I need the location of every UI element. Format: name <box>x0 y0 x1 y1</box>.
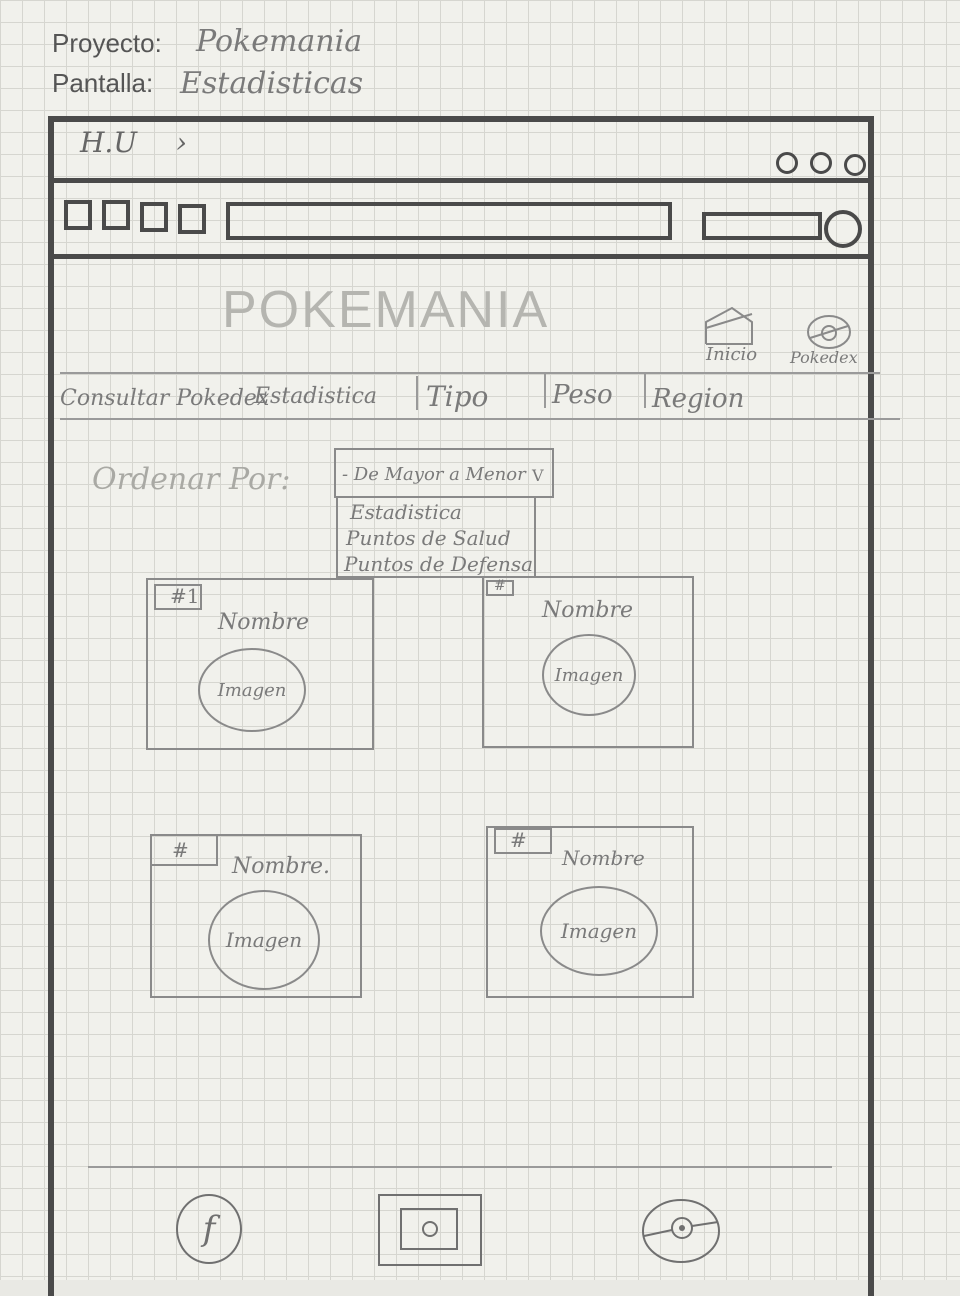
tab-consultar-pokedex[interactable]: Consultar Pokedex <box>60 386 270 411</box>
tab-tipo[interactable]: Tipo <box>426 380 489 413</box>
instagram-icon[interactable] <box>378 1194 482 1266</box>
nav-pokedex-label[interactable]: Pokedex <box>790 348 858 367</box>
tab-region[interactable]: Region <box>652 384 745 414</box>
minimize-button[interactable] <box>776 152 798 174</box>
titlebar-divider <box>48 178 874 183</box>
card-name: Nombre. <box>232 854 330 879</box>
facebook-icon[interactable]: f <box>176 1194 242 1264</box>
instagram-inner-frame <box>400 1208 458 1250</box>
pokemon-card[interactable]: # Nombre Imagen <box>482 576 694 748</box>
screen-label: Pantalla: <box>52 68 154 98</box>
search-icon[interactable] <box>824 210 862 248</box>
pokemon-card[interactable]: # Nombre. Imagen <box>150 834 362 998</box>
card-number-badge: # <box>494 828 552 854</box>
pokemon-card[interactable]: #1 Nombre Imagen <box>146 578 374 750</box>
card-number-badge: #1 <box>154 584 202 610</box>
card-number-badge: # <box>150 834 218 866</box>
app-title: POKEMANIA <box>222 281 550 339</box>
card-name: Nombre <box>542 598 633 623</box>
sort-option-estadistica[interactable]: Estadistica <box>350 500 462 524</box>
tab-divider <box>544 374 546 408</box>
project-value: Pokemania <box>196 24 363 59</box>
card-image-placeholder: Imagen <box>208 890 320 990</box>
tab-peso[interactable]: Peso <box>552 380 613 410</box>
toolbar-reload-button[interactable] <box>140 202 168 232</box>
toolbar-back-button[interactable] <box>64 200 92 230</box>
sort-dropdown[interactable]: - De Mayor a Menor V <box>334 448 554 498</box>
card-number-badge: # <box>486 578 514 596</box>
sort-option-puntos-salud[interactable]: Puntos de Salud <box>346 526 511 550</box>
screen-value: Estadisticas <box>180 66 364 101</box>
browser-tab-arrow: › <box>175 126 188 159</box>
instagram-lens <box>422 1221 438 1237</box>
pokeball-icon[interactable] <box>640 1196 722 1266</box>
home-icon[interactable] <box>704 306 756 346</box>
card-name: Nombre <box>218 610 309 635</box>
search-bar[interactable] <box>702 212 822 240</box>
toolbar-divider <box>48 254 874 259</box>
browser-tab[interactable]: H.U › <box>80 126 187 159</box>
browser-frame <box>48 116 874 1296</box>
tabs-top-line <box>60 372 880 374</box>
chevron-down-icon[interactable]: V <box>532 466 544 485</box>
pokemon-card[interactable]: # Nombre Imagen <box>486 826 694 998</box>
tab-estadistica[interactable]: Estadistica <box>254 384 378 409</box>
card-name: Nombre <box>562 846 645 870</box>
tab-divider <box>416 376 418 410</box>
toolbar-home-button[interactable] <box>178 204 206 234</box>
toolbar-forward-button[interactable] <box>102 200 130 230</box>
sort-option-puntos-defensa[interactable]: Puntos de Defensa <box>344 552 534 576</box>
pokeball-icon[interactable] <box>806 314 852 350</box>
project-label: Proyecto: <box>52 28 162 58</box>
browser-tab-title: H.U <box>80 126 137 159</box>
card-image-placeholder: Imagen <box>542 634 636 716</box>
card-image-placeholder: Imagen <box>540 886 658 976</box>
address-bar[interactable] <box>226 202 672 240</box>
tabs-bottom-line <box>60 418 900 420</box>
footer-divider <box>88 1166 832 1168</box>
nav-home-label[interactable]: Inicio <box>706 344 758 365</box>
sort-options-list: Estadistica Puntos de Salud Puntos de De… <box>336 496 536 578</box>
facebook-glyph: f <box>202 1209 216 1249</box>
close-button[interactable] <box>844 154 866 176</box>
maximize-button[interactable] <box>810 152 832 174</box>
sort-label: Ordenar Por: <box>92 462 291 497</box>
tab-divider <box>644 374 646 408</box>
card-image-placeholder: Imagen <box>198 648 306 732</box>
sort-selected: - De Mayor a Menor <box>342 464 526 485</box>
